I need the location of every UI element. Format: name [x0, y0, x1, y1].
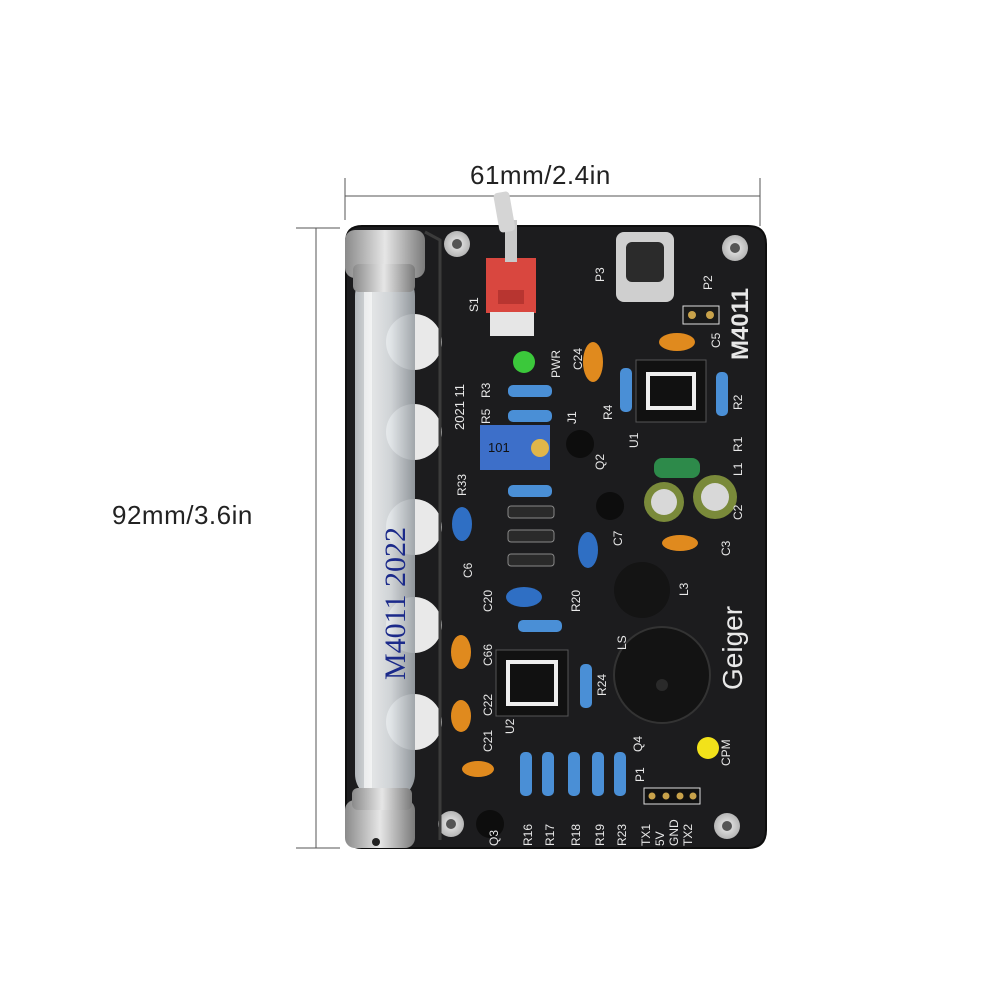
- label-r23: R23: [615, 824, 629, 846]
- label-r5: R5: [479, 408, 493, 424]
- label-pin-5v: 5V: [653, 831, 667, 846]
- board-title: Geiger: [717, 606, 748, 690]
- label-r33: R33: [455, 474, 469, 496]
- pot-value: 101: [488, 440, 510, 455]
- label-c2: C2: [731, 504, 745, 520]
- label-pin-gnd: GND: [667, 819, 681, 846]
- width-dimension-label: 61mm/2.4in: [470, 160, 611, 190]
- board-brand: M4011: [727, 288, 754, 360]
- label-c5: C5: [709, 332, 723, 348]
- blue-capacitors: [452, 507, 598, 607]
- label-s1: S1: [467, 297, 481, 312]
- ceramic-capacitors: [451, 333, 698, 777]
- board-date: 2021 11: [452, 384, 467, 430]
- resistors: [508, 368, 728, 796]
- label-c20: C20: [481, 590, 495, 612]
- label-cpm: CPM: [719, 739, 733, 766]
- diodes: [507, 505, 555, 567]
- label-r1: R1: [731, 436, 745, 452]
- width-dimension-line: [344, 178, 761, 226]
- label-r24: R24: [595, 674, 609, 696]
- usb-c-port: [616, 232, 674, 302]
- inductor-l3: [614, 562, 670, 618]
- power-led: [513, 351, 535, 373]
- label-r17: R17: [543, 824, 557, 846]
- label-l3: L3: [677, 582, 691, 596]
- label-l1: L1: [731, 462, 745, 476]
- height-dimension-label: 92mm/3.6in: [112, 500, 253, 530]
- label-c21: C21: [481, 730, 495, 752]
- label-r16: R16: [521, 824, 535, 846]
- buzzer: [613, 626, 711, 724]
- label-pin-tx1: TX1: [639, 824, 653, 846]
- label-c22: C22: [481, 694, 495, 716]
- label-u1: U1: [627, 432, 641, 448]
- ic-u2: [495, 649, 569, 717]
- p2-header: [682, 305, 720, 325]
- label-j1: J1: [565, 411, 579, 424]
- board-rails: [424, 230, 442, 840]
- inductor-l1: [654, 458, 700, 478]
- label-c66: C66: [481, 644, 495, 666]
- p1-header: [643, 787, 701, 805]
- label-q4: Q4: [631, 736, 645, 752]
- label-r3: R3: [479, 382, 493, 398]
- label-r19: R19: [593, 824, 607, 846]
- label-u2: U2: [503, 718, 517, 734]
- label-p2: P2: [701, 275, 715, 290]
- height-dimension-line: [296, 227, 340, 849]
- label-r18: R18: [569, 824, 583, 846]
- label-c3: C3: [719, 540, 733, 556]
- geiger-tube: [345, 230, 425, 848]
- cpm-led: [697, 737, 719, 759]
- label-r4: R4: [601, 404, 615, 420]
- label-p3: P3: [593, 267, 607, 282]
- toggle-switch: [486, 191, 536, 336]
- label-p1: P1: [633, 767, 647, 782]
- label-r2: R2: [731, 394, 745, 410]
- label-c24: C24: [571, 348, 585, 370]
- electrolytic-capacitors: [644, 475, 737, 522]
- tube-print: M4011 2022: [379, 527, 412, 680]
- label-ls: LS: [615, 635, 629, 650]
- label-q2: Q2: [593, 454, 607, 470]
- label-pwr: PWR: [549, 350, 563, 378]
- label-c7: C7: [611, 530, 625, 546]
- label-q3: Q3: [487, 830, 501, 846]
- potentiometer: [480, 425, 550, 470]
- mounting-screw: [438, 231, 748, 839]
- ic-u1: [635, 359, 707, 423]
- label-pin-tx2: TX2: [681, 824, 695, 846]
- label-r20: R20: [569, 590, 583, 612]
- label-c6: C6: [461, 562, 475, 578]
- transistors: [476, 430, 625, 838]
